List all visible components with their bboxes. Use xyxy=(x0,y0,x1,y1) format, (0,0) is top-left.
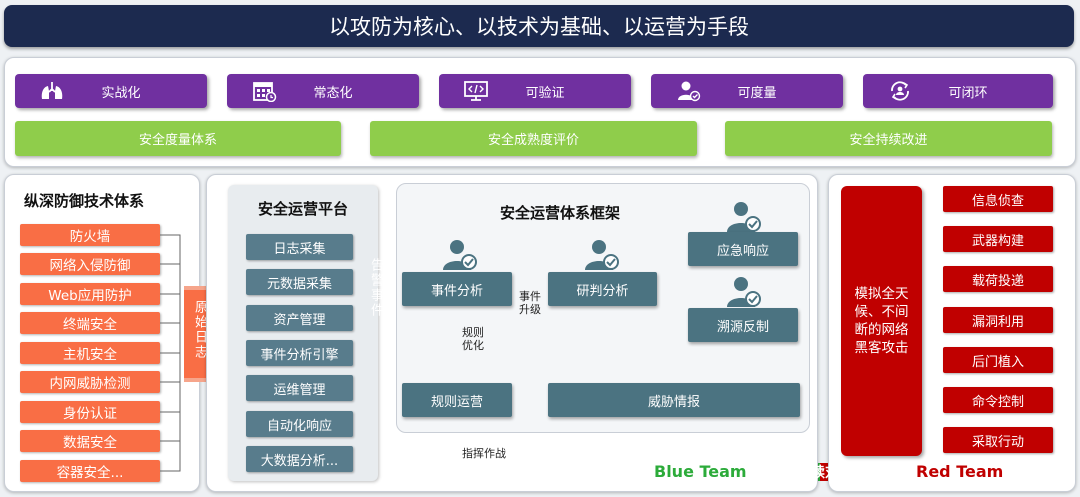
maturity-evaluation-bar: 安全成熟度评价 xyxy=(370,121,697,156)
attack-step: 载荷投递 xyxy=(943,266,1053,292)
analyst-icon xyxy=(585,240,619,270)
calendar-icon xyxy=(253,82,277,102)
defense-item: 身份认证 xyxy=(20,401,160,423)
analyst-icon xyxy=(443,240,477,270)
cycle-user-icon xyxy=(891,81,909,101)
platform-item: 资产管理 xyxy=(246,305,353,331)
pillar-label: 可度量 xyxy=(737,85,777,101)
continuous-improvement-bar: 安全持续改进 xyxy=(725,121,1052,156)
page-title: 以攻防为核心、以技术为基础、以运营为手段 xyxy=(4,5,1074,47)
defense-item: 终端安全 xyxy=(20,312,160,334)
platform-item: 自动化响应 xyxy=(246,411,353,437)
rule-optimize-label: 规则优化 xyxy=(462,326,484,352)
defense-item: 网络入侵防御 xyxy=(20,253,160,275)
trace-counter-box: 溯源反制 xyxy=(688,308,798,342)
event-upgrade-label: 事件升级 xyxy=(519,290,541,316)
pillar-4: 可度量 xyxy=(651,74,843,108)
red-team-label: Red Team xyxy=(916,462,1004,481)
judge-analysis-box: 研判分析 xyxy=(548,272,657,306)
framework-title: 安全运营体系框架 xyxy=(499,204,620,222)
lungs-icon xyxy=(41,82,63,99)
platform-item: 日志采集 xyxy=(246,234,353,260)
attack-step: 命令控制 xyxy=(943,387,1053,413)
rule-ops-box: 规则运营 xyxy=(402,383,512,417)
platform-item: 大数据分析... xyxy=(246,446,353,472)
event-analysis-box: 事件分析 xyxy=(402,272,512,306)
defense-item: 数据安全 xyxy=(20,430,160,452)
defense-item: 防火墙 xyxy=(20,224,160,246)
analyst-icon xyxy=(727,202,761,232)
defense-item: 内网威胁检测 xyxy=(20,371,160,393)
continuous-confront-label: 持续对抗 xyxy=(797,465,853,481)
defense-item: 主机安全 xyxy=(20,342,160,364)
attack-step: 漏洞利用 xyxy=(943,307,1053,333)
emergency-response-box: 应急响应 xyxy=(688,232,798,266)
platform-item: 事件分析引擎 xyxy=(246,340,353,366)
pillar-5: 可闭环 xyxy=(863,74,1053,108)
security-metrics-bar: 安全度量体系 xyxy=(15,121,341,156)
simulated-attack-box: 模拟全天候、不间断的网络黑客攻击 xyxy=(841,186,922,456)
attack-step: 采取行动 xyxy=(943,427,1053,453)
defense-item: 容器安全... xyxy=(20,460,160,482)
defense-item: Web应用防护 xyxy=(20,283,160,305)
platform-item: 运维管理 xyxy=(246,375,353,401)
platform-item: 元数据采集 xyxy=(246,269,353,295)
platform-title: 安全运营平台 xyxy=(257,200,348,218)
attack-step: 武器构建 xyxy=(943,226,1053,252)
pillar-3: 可验证 xyxy=(439,74,631,108)
threat-intel-box: 威胁情报 xyxy=(548,383,800,417)
pillar-1: 实战化 xyxy=(15,74,207,108)
blue-team-label: Blue Team xyxy=(654,462,747,481)
pillar-label: 常态化 xyxy=(313,85,353,101)
pillar-2: 常态化 xyxy=(227,74,419,108)
pillar-label: 可验证 xyxy=(525,85,565,101)
command-label: 指挥作战 xyxy=(462,447,506,460)
pillar-label: 可闭环 xyxy=(948,85,988,101)
alert-events-label: 告警事件 xyxy=(368,258,383,318)
analyst-icon xyxy=(727,277,761,307)
user-check-icon xyxy=(678,81,701,102)
code-monitor-icon xyxy=(464,81,488,101)
attack-step: 信息侦查 xyxy=(943,186,1053,212)
defense-title: 纵深防御技术体系 xyxy=(24,192,145,210)
raw-log-label: 原始日志 xyxy=(192,300,207,360)
attack-step: 后门植入 xyxy=(943,347,1053,373)
pillar-label: 实战化 xyxy=(101,85,141,101)
